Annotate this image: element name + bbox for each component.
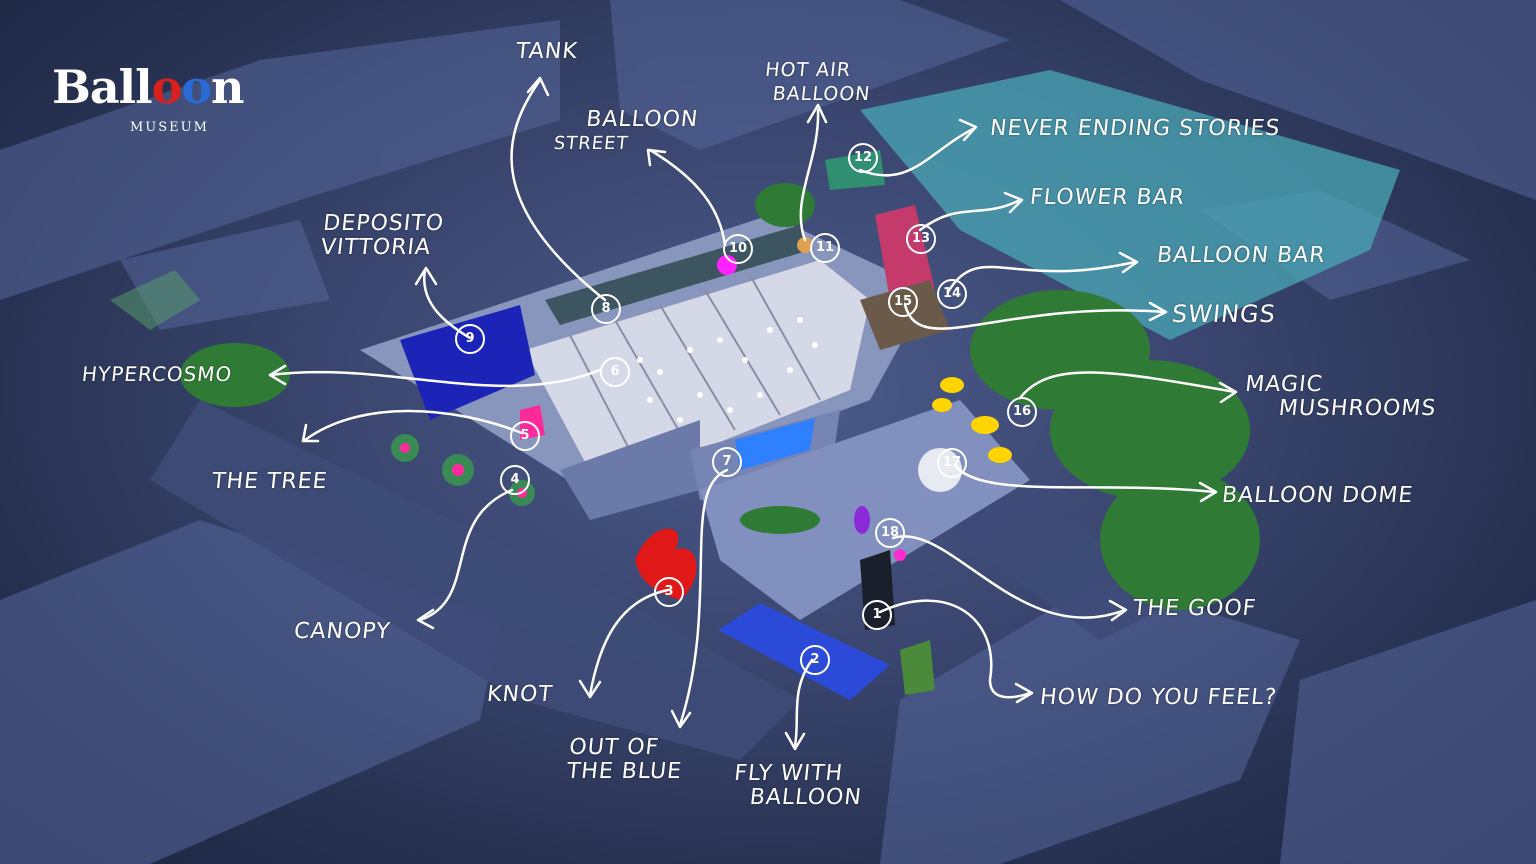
label-flower-bar: FLOWER BAR [1028,185,1187,210]
marker-17[interactable]: 17 [937,448,967,478]
label-magic-line2: MUSHROOMS [1277,396,1438,421]
label-how-do-you-feel: HOW DO YOU FEEL? [1038,685,1279,710]
green-lawn [110,270,200,330]
label-the-tree: THE TREE [210,469,329,494]
label-fly-line1: FLY WITH [733,761,845,786]
label-out-of-line2: THE BLUE [565,759,684,784]
marker-4[interactable]: 4 [500,465,530,495]
logo-blue-balloon: o [181,60,212,114]
marker-8[interactable]: 8 [591,294,621,324]
label-balloon-bar: BALLOON BAR [1155,243,1327,268]
label-balloon-dome: BALLOON DOME [1220,483,1415,508]
label-balloon-street-line2: STREET [552,133,630,154]
label-the-goof: THE GOOF [1131,596,1258,621]
marker-13[interactable]: 13 [906,224,936,254]
logo-subtitle: MUSEUM [130,120,209,135]
label-hot-air-line2: BALLOON [771,83,872,105]
marker-2[interactable]: 2 [800,645,830,675]
label-hypercosmo: HYPERCOSMO [80,362,234,386]
marker-6[interactable]: 6 [600,357,630,387]
marker-10[interactable]: 10 [723,234,753,264]
label-magic-line1: MAGIC [1244,372,1325,397]
label-balloon-street-line1: BALLOON [585,107,700,132]
label-out-of-line1: OUT OF [568,735,661,760]
label-fly-line2: BALLOON [748,785,864,810]
logo-wordmark: Balloon [52,60,244,114]
marker-15[interactable]: 15 [888,287,918,317]
marker-5[interactable]: 5 [510,421,540,451]
label-swings: SWINGS [1170,300,1278,328]
cyan-plaza [860,70,1400,340]
label-never-ending-stories: NEVER ENDING STORIES [988,116,1282,141]
marker-18[interactable]: 18 [875,518,905,548]
label-canopy: CANOPY [292,619,392,644]
marker-3[interactable]: 3 [654,577,684,607]
marker-11[interactable]: 11 [810,233,840,263]
label-tank: TANK [514,39,580,64]
trees [180,183,1260,610]
label-knot: KNOT [485,682,555,707]
logo-part-ball: Ball [52,60,153,114]
marker-9[interactable]: 9 [455,324,485,354]
balloon-museum-logo: Balloon MUSEUM [52,62,312,142]
marker-14[interactable]: 14 [937,279,967,309]
marker-7[interactable]: 7 [712,447,742,477]
label-deposito-line2: VITTORIA [319,235,433,260]
logo-red-balloon: o [151,60,183,114]
label-hot-air-line1: HOT AIR [764,59,853,81]
marker-16[interactable]: 16 [1007,397,1037,427]
marker-12[interactable]: 12 [848,143,878,173]
logo-part-n: n [211,60,244,114]
label-deposito-line1: DEPOSITO [322,211,446,236]
marker-1[interactable]: 1 [862,600,892,630]
annotation-arrows [268,76,1238,751]
